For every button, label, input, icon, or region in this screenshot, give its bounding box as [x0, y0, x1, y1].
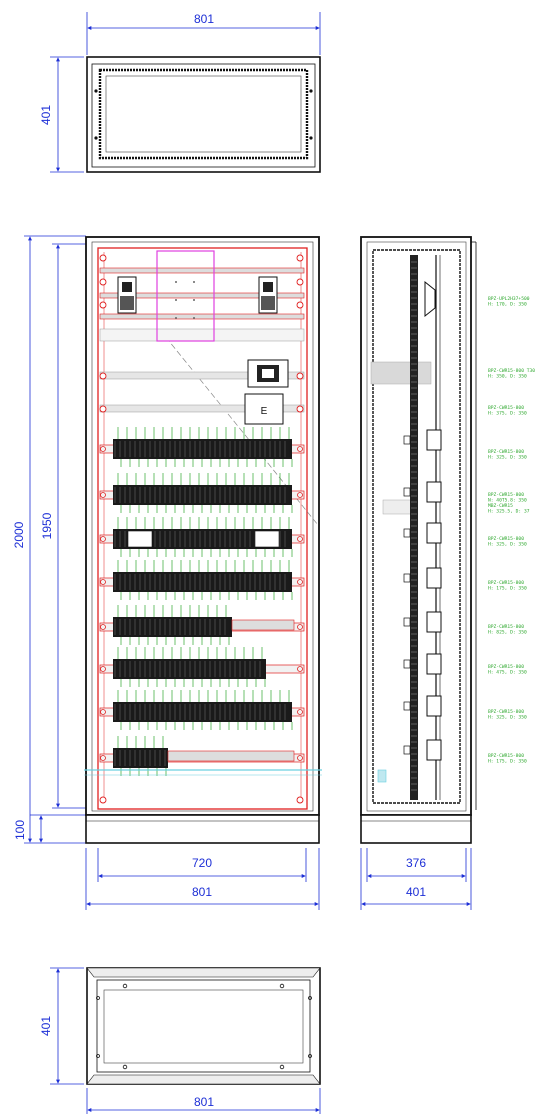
front-inner-width-label: 720 [192, 856, 212, 870]
rail-note-line: BPZ-CWR15-800 [488, 492, 524, 498]
side-modules [403, 261, 442, 791]
terminal-block-row [113, 617, 232, 637]
rail-note-line: H: 325, D: 350 [488, 542, 527, 548]
rail-note-line: BPZ-CWR15-800 [488, 753, 524, 759]
top-view-depth-label: 401 [39, 105, 53, 125]
rail-note-line: BPZ-CWR15-800 T30 [488, 368, 535, 374]
rail-note-line: N: 40T5.8: 350 [488, 498, 527, 504]
terminal-block-row [113, 529, 292, 549]
terminal-block-row [113, 485, 292, 505]
front-component-e-label: E [261, 406, 268, 417]
front-mounting-plate [97, 247, 308, 810]
rail-note-line: MBZ-CWR15 [488, 503, 513, 509]
front-component-e [244, 393, 284, 425]
top-view-outline [86, 56, 321, 173]
terminal-block-row [113, 572, 292, 592]
rail-note-line: BPZ-CWR15-800 [488, 664, 524, 670]
bottom-view: 401 801 [39, 967, 321, 1114]
rail-note-line: H: 375, D: 350 [488, 411, 527, 417]
side-depth-label: 401 [406, 885, 426, 899]
rail-note-line: H: 825, D: 350 [488, 630, 527, 636]
rail-note-line: BPZ-CWR15-800 [488, 709, 524, 715]
terminal-block-row [113, 702, 292, 722]
side-plinth [360, 814, 472, 844]
front-plinth [85, 814, 320, 844]
top-view: 801 401 [39, 12, 321, 173]
rail-note-line: H: 325, D: 350 [488, 455, 527, 461]
front-width-label: 801 [192, 885, 212, 899]
rail-note-line: H: 475, D: 350 [488, 670, 527, 676]
rail-note-line: H: 175, D: 350 [488, 586, 527, 592]
side-inner-depth-label: 376 [406, 856, 426, 870]
terminal-block-row [113, 748, 168, 768]
rail-note-line: BPZ-CWR15-800 [488, 449, 524, 455]
front-height-total-label: 2000 [12, 521, 26, 548]
rail-note-line: H: 175, D: 350 [488, 759, 527, 765]
front-busbar-zone [156, 250, 215, 342]
rail-note-line: BPZ-CWR15-800 [488, 536, 524, 542]
rail-note-line: BPZ-CWR15-800 [488, 624, 524, 630]
front-view: 2000 1950 100 [12, 235, 322, 910]
rail-note-line: H: 170, D: 350 [488, 302, 527, 308]
front-bolts [99, 254, 304, 804]
top-view-width-label: 801 [194, 12, 214, 26]
rail-note-line: BPZ-CWR15-800 [488, 405, 524, 411]
front-plinth-label: 100 [13, 820, 27, 840]
bottom-view-width-label: 801 [194, 1095, 214, 1109]
terminal-block-row [113, 439, 292, 459]
front-relay [247, 359, 289, 388]
bottom-view-outline [86, 967, 321, 1085]
rail-note-line: BPZ-CWR15-800 [488, 580, 524, 586]
terminal-block-row [113, 659, 266, 679]
rail-note-line: H: 325, D: 350 [488, 715, 527, 721]
rail-note-line: H: 350, D: 350 [488, 374, 527, 380]
rail-note-line: BPZ-UPL2H37+500 [488, 296, 530, 302]
front-height-inner-label: 1950 [40, 512, 54, 539]
front-terminal-rails [99, 427, 305, 776]
rail-note-line: H: 325.5, D: 37 [488, 509, 530, 515]
bottom-view-depth-label: 401 [39, 1016, 53, 1036]
